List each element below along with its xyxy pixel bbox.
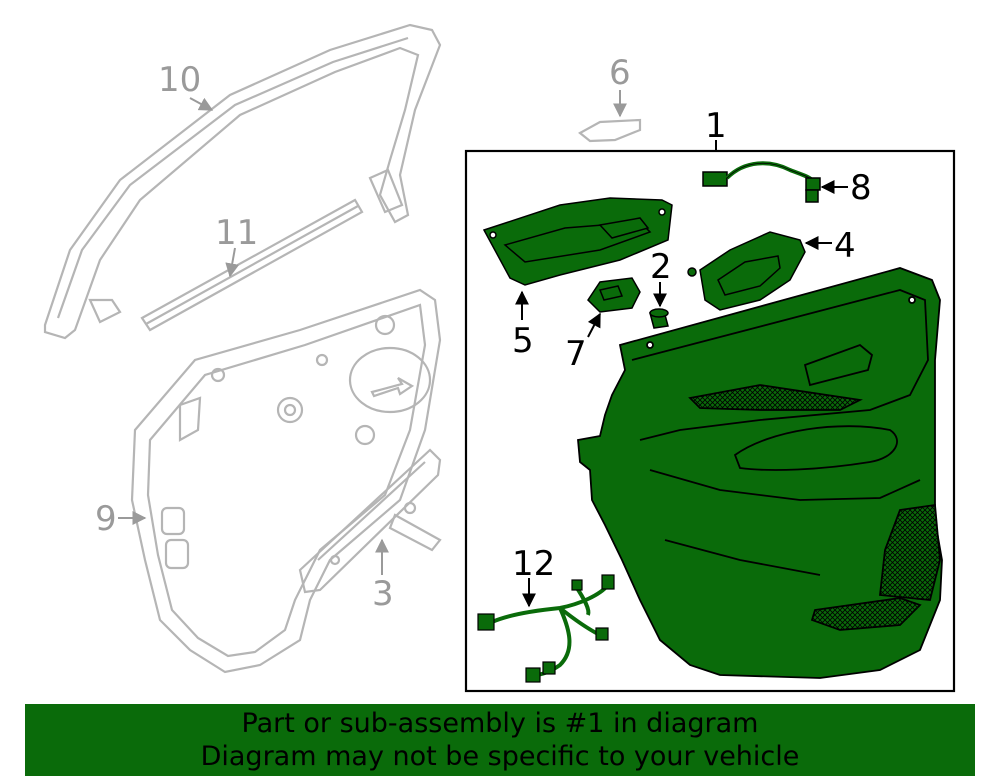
door-handle-part-4 xyxy=(687,231,806,311)
banner-line-2: Diagram may not be specific to your vehi… xyxy=(200,741,800,772)
callout-10: 10 xyxy=(158,60,201,100)
wire-harness-part-12 xyxy=(477,574,615,683)
callout-11: 11 xyxy=(215,213,258,253)
callout-1: 1 xyxy=(705,106,727,146)
callout-7: 7 xyxy=(565,334,587,374)
callout-9: 9 xyxy=(95,499,117,539)
callout-6: 6 xyxy=(609,53,631,93)
window-regulator-part-3 xyxy=(298,448,442,594)
window-frame-part-10 xyxy=(43,23,442,340)
switch-bezel-part-5 xyxy=(482,197,673,286)
callout-8: 8 xyxy=(850,168,872,208)
callout-12: 12 xyxy=(512,544,555,584)
callout-5: 5 xyxy=(512,321,534,361)
callout-2: 2 xyxy=(650,247,672,287)
info-banner: Part or sub-assembly is #1 in diagram Di… xyxy=(25,704,975,776)
inner-panel-part-9 xyxy=(130,288,442,674)
banner-line-1: Part or sub-assembly is #1 in diagram xyxy=(241,708,759,739)
window-switch-part-7 xyxy=(587,277,641,313)
parts-diagram: 10 11 9 3 6 1 8 5 2 7 xyxy=(43,23,956,693)
callout-4: 4 xyxy=(834,226,856,266)
wire-harness-part-8 xyxy=(702,161,821,203)
clip-part-2 xyxy=(649,308,669,329)
door-trim-panel-part-1 xyxy=(577,267,943,679)
callout-3: 3 xyxy=(372,574,394,614)
cap-part-6 xyxy=(578,118,642,143)
belt-strip-part-11 xyxy=(140,198,364,332)
